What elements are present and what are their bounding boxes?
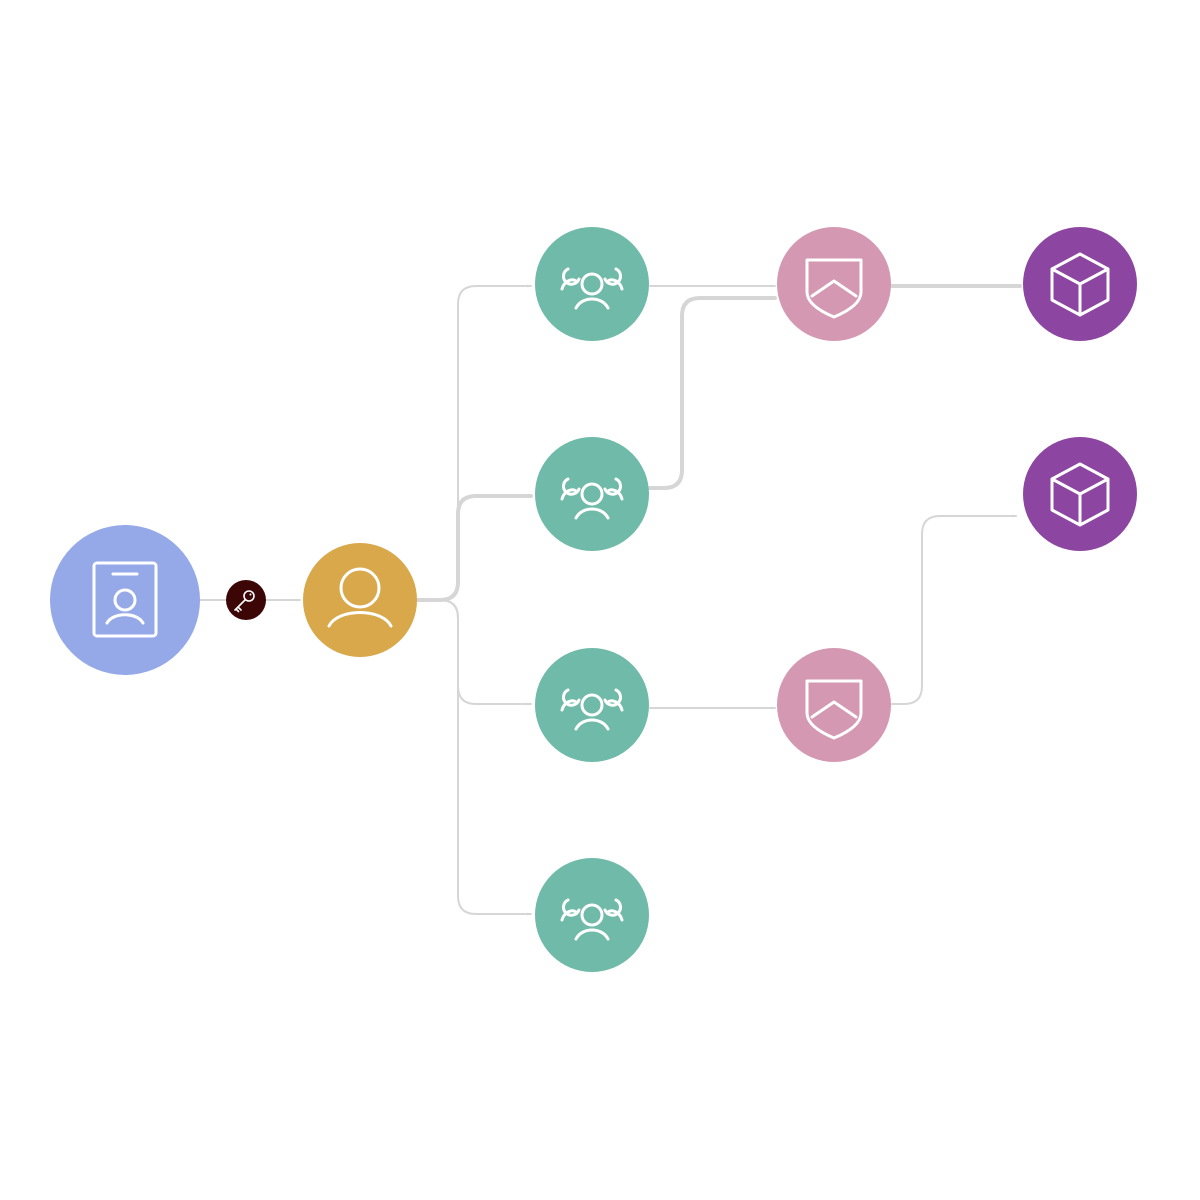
edge-group-2-to-role-1 — [648, 296, 777, 490]
identity-node[interactable] — [50, 525, 200, 675]
group-node-circle — [535, 858, 649, 972]
group-node-circle — [535, 437, 649, 551]
users-group-icon — [560, 267, 624, 310]
edges-layer — [199, 284, 1022, 916]
users-group-icon — [560, 898, 624, 941]
group-node-3[interactable] — [535, 648, 649, 762]
resource-node-2[interactable] — [1023, 437, 1137, 551]
id-badge-icon — [92, 561, 158, 638]
resource-node-1[interactable] — [1023, 227, 1137, 341]
users-group-icon — [560, 688, 624, 731]
shield-icon — [805, 679, 863, 740]
key-icon[interactable] — [226, 580, 266, 620]
cube-icon — [1050, 462, 1110, 527]
user-node[interactable] — [303, 543, 417, 657]
group-node-circle — [535, 227, 649, 341]
group-node-circle — [535, 648, 649, 762]
role-node-2[interactable] — [777, 648, 891, 762]
shield-icon — [805, 258, 863, 319]
edge-user-to-group-1 — [417, 284, 532, 601]
users-group-icon — [560, 477, 624, 520]
identity-node-circle — [50, 525, 200, 675]
cube-icon — [1050, 252, 1110, 317]
group-node-1[interactable] — [535, 227, 649, 341]
group-node-4[interactable] — [535, 858, 649, 972]
group-node-2[interactable] — [535, 437, 649, 551]
user-icon — [327, 567, 393, 628]
edge-user-to-group-2 — [416, 494, 533, 602]
role-node-circle — [777, 648, 891, 762]
edge-role-2-to-resource-2 — [891, 514, 1017, 705]
role-node-1[interactable] — [777, 227, 891, 341]
role-node-circle — [777, 227, 891, 341]
user-node-circle — [303, 543, 417, 657]
edge-user-to-group-4 — [417, 599, 532, 916]
edge-user-to-group-3 — [417, 599, 532, 706]
